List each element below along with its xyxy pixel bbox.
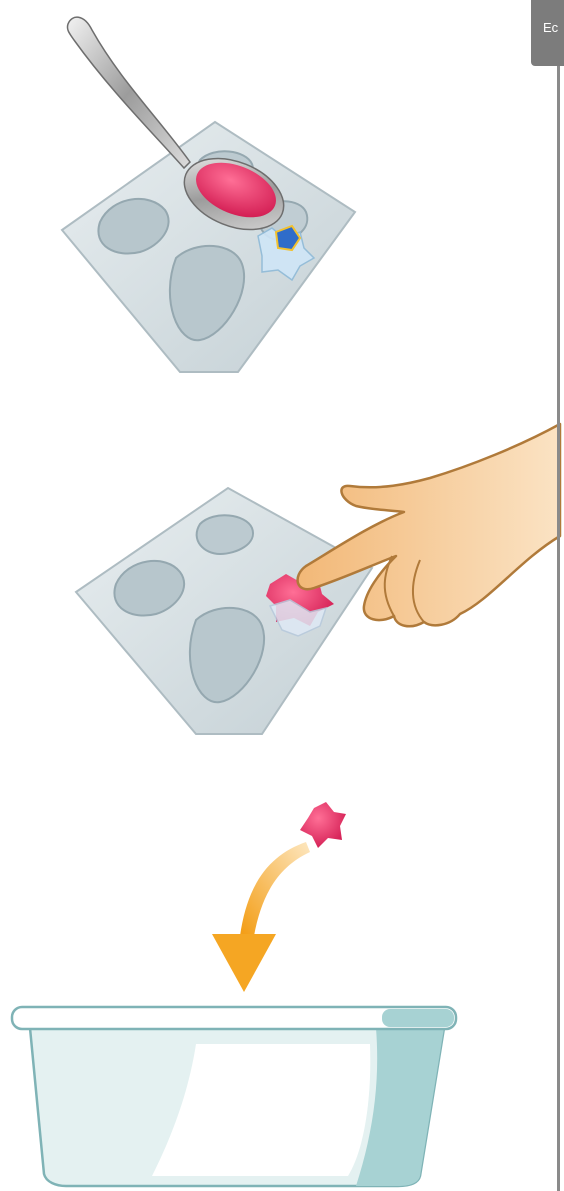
spoon-fill-step [62,17,355,372]
bowl-icon [12,1007,456,1186]
scrollbar-edge [557,66,560,1191]
press-out-step [76,424,560,734]
ice-tray [76,488,372,734]
drop-into-bowl-step [12,802,456,1186]
jelly-star-falling [300,802,346,848]
arrow-icon [212,842,310,992]
side-panel-tab[interactable]: Ec [531,0,564,66]
